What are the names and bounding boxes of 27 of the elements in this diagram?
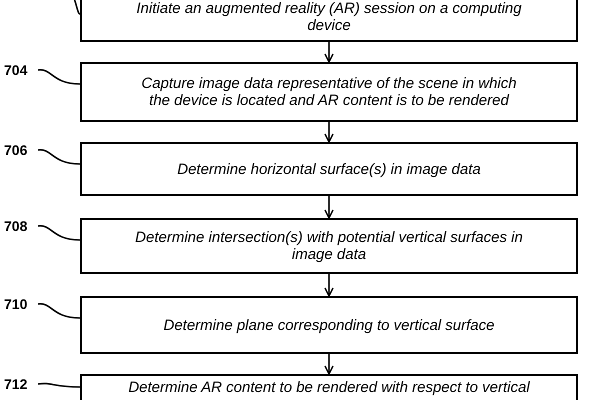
arrow xyxy=(324,196,334,219)
leader-line xyxy=(38,149,80,165)
step-text: Determine intersection(s) with potential vertical surfaces in image data xyxy=(134,229,524,263)
reference-number: 712 xyxy=(4,376,32,392)
process-box xyxy=(80,62,578,122)
arrow xyxy=(324,354,334,375)
process-box xyxy=(80,296,578,354)
reference-number: 706 xyxy=(4,142,32,158)
process-box xyxy=(80,0,578,42)
arrow xyxy=(324,122,334,143)
step-text: Determine AR content to be rendered with respect to vertical xyxy=(128,379,530,396)
reference-number: 708 xyxy=(4,218,32,234)
process-box xyxy=(80,218,578,274)
step-text: Initiate an augmented reality (AR) session on a computing device xyxy=(135,0,523,34)
process-box xyxy=(80,374,578,400)
reference-number: 704 xyxy=(4,62,32,78)
step-text: Determine plane corresponding to vertical surface xyxy=(163,316,494,334)
arrow xyxy=(324,42,334,63)
leader-line xyxy=(38,225,80,241)
process-box xyxy=(80,142,578,196)
reference-number: 710 xyxy=(4,296,32,312)
step-text: Determine horizontal surface(s) in image data xyxy=(177,160,481,178)
arrow xyxy=(324,274,334,297)
leader-line xyxy=(38,303,80,319)
step-text: Capture image data representative of the scene in which the device is located and AR content is to be rendered xyxy=(140,75,518,109)
leader-line xyxy=(38,382,80,388)
leader-line xyxy=(38,69,80,85)
